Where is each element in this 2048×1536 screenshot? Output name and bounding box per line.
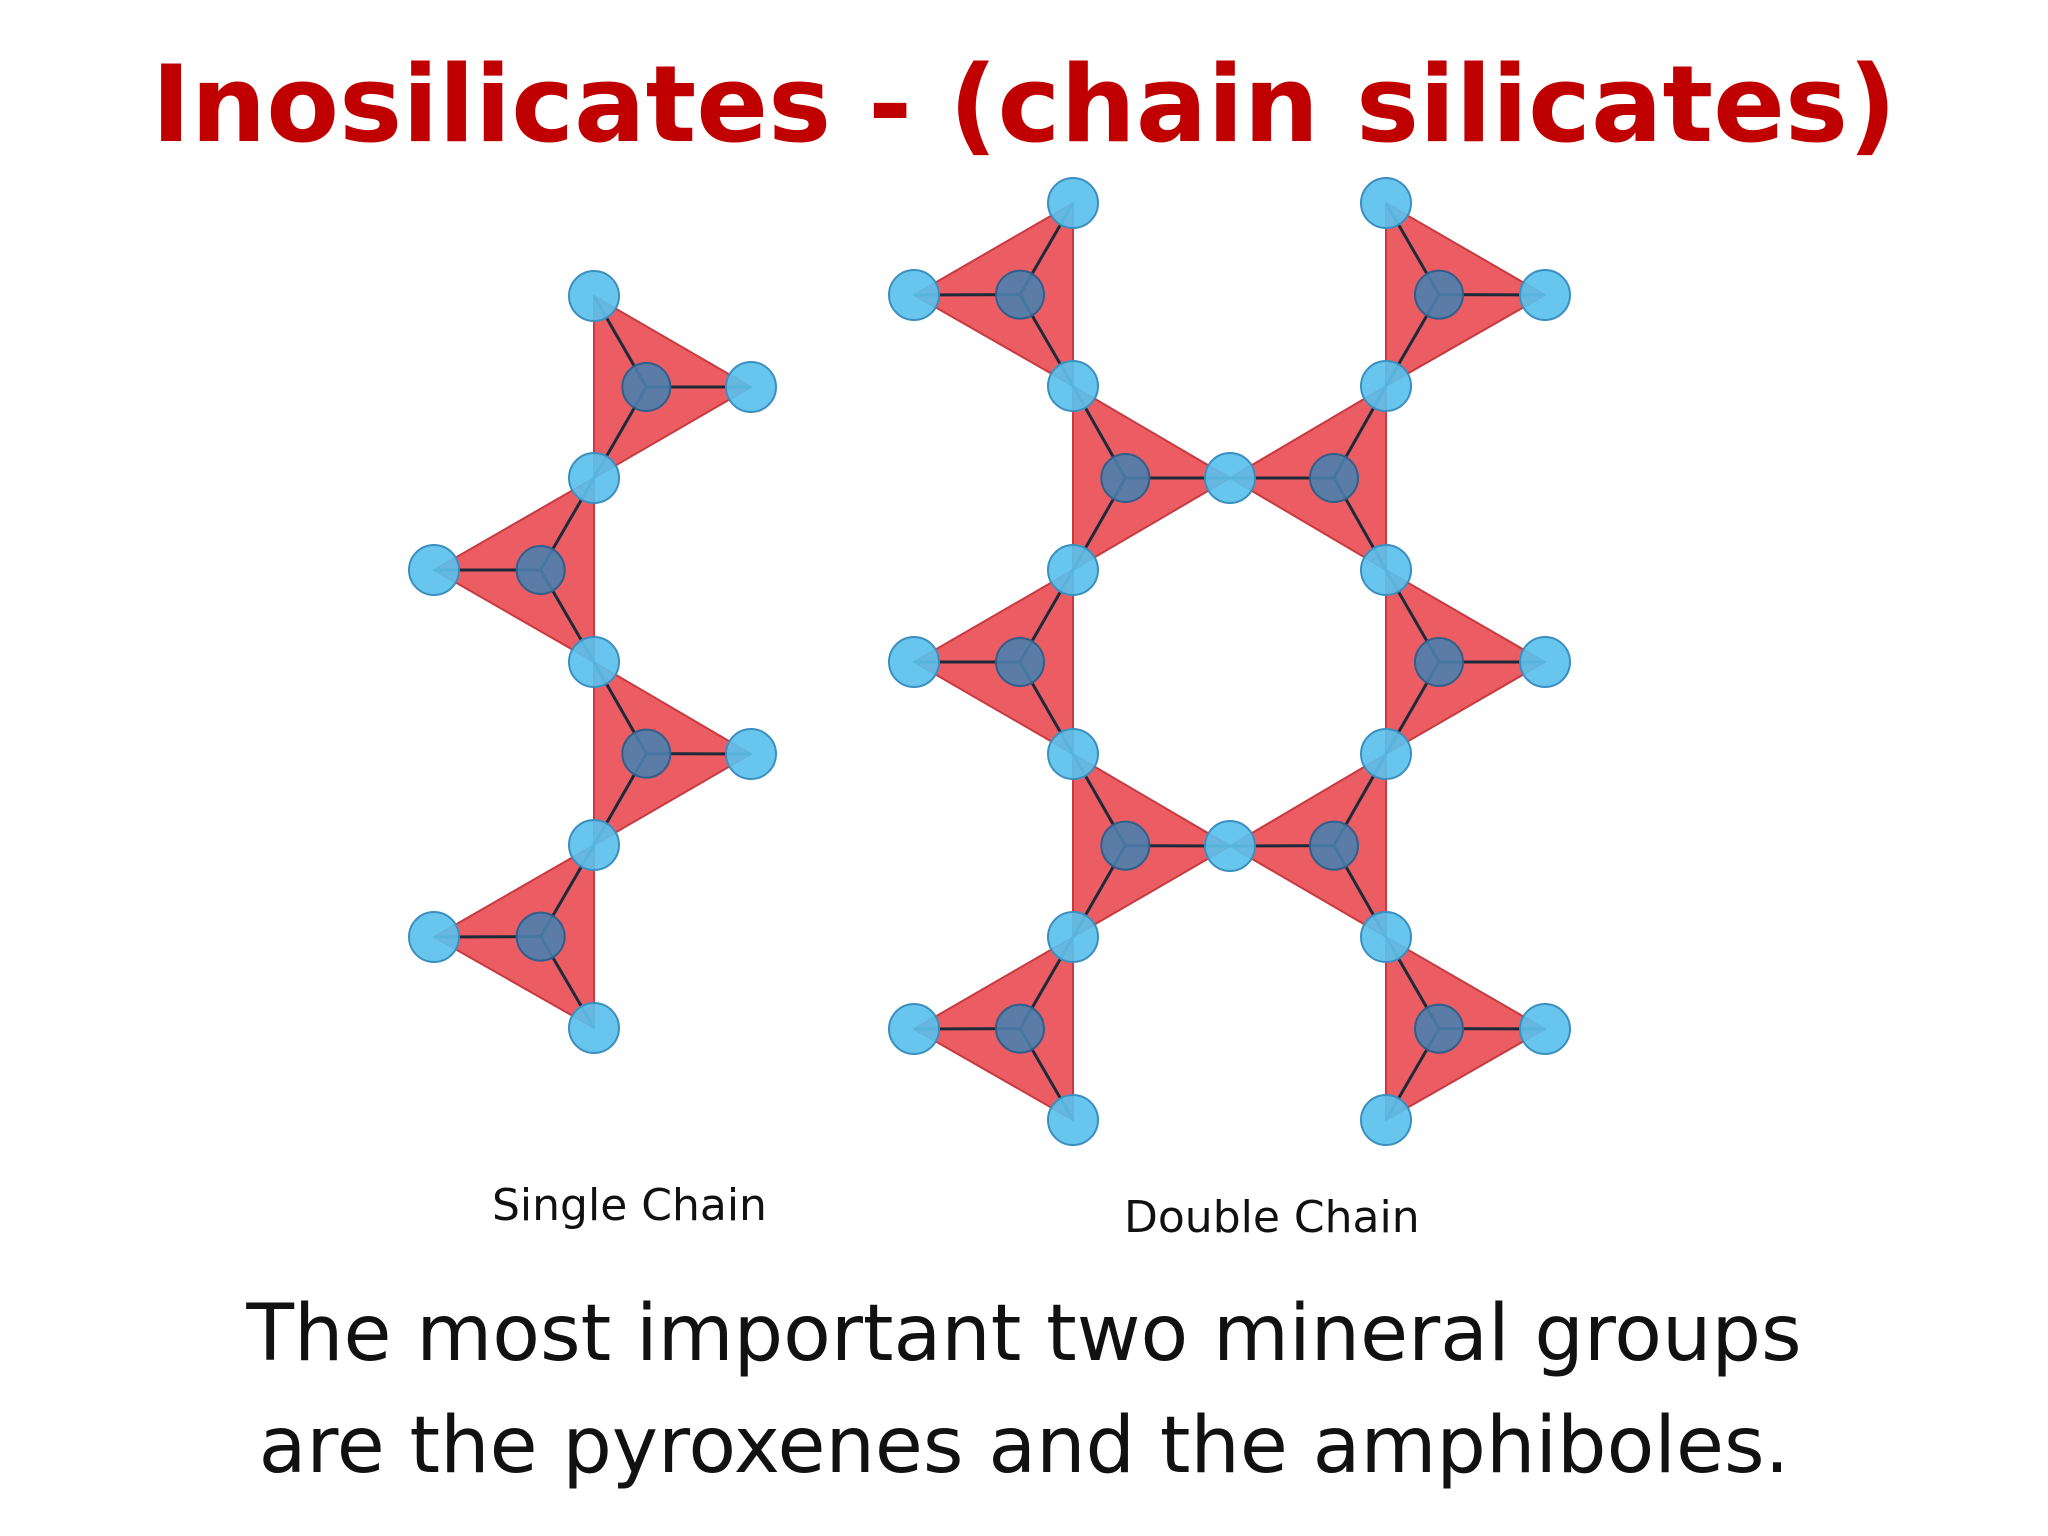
silicon-atom: [995, 1003, 1045, 1054]
oxygen-atom: [725, 361, 777, 413]
single-chain-label: Single Chain: [492, 1180, 767, 1231]
oxygen-atom: [568, 819, 620, 871]
oxygen-atom: [1047, 360, 1099, 412]
oxygen-atom: [1204, 452, 1256, 504]
silicon-atom: [1309, 820, 1359, 871]
silicon-atom: [515, 911, 566, 962]
silicon-atom: [1414, 637, 1464, 687]
silicon-atom: [1414, 269, 1464, 320]
oxygen-atom: [888, 636, 940, 688]
oxygen-atom: [1047, 1094, 1099, 1146]
oxygen-atom: [568, 452, 620, 504]
silicon-atom: [621, 728, 672, 779]
oxygen-atom: [1047, 544, 1099, 596]
oxygen-atom: [568, 1002, 620, 1054]
oxygen-atom: [568, 270, 620, 322]
slide-title: Inosilicates - (chain silicates): [151, 43, 1897, 166]
oxygen-atom: [568, 636, 620, 688]
silicon-atom: [995, 637, 1045, 687]
oxygen-atom: [1047, 911, 1099, 963]
silicon-atom: [1100, 820, 1151, 871]
caption-line-2: are the pyroxenes and the amphiboles.: [258, 1401, 1790, 1491]
double-chain-label: Double Chain: [1124, 1192, 1420, 1243]
silicon-atom: [1309, 453, 1359, 503]
oxygen-atom: [1204, 820, 1256, 872]
silicon-atom: [621, 362, 672, 412]
silicon-atoms-layer: [515, 269, 1464, 1054]
silicon-atom: [995, 269, 1045, 320]
oxygen-atom: [888, 269, 940, 321]
silicon-atom: [1100, 453, 1151, 503]
oxygen-atom: [1519, 636, 1571, 688]
caption-line-1: The most important two mineral groups: [246, 1289, 1802, 1379]
oxygen-atom: [888, 1003, 940, 1055]
oxygen-atom: [1047, 728, 1099, 780]
silicon-atom: [515, 545, 566, 595]
oxygen-atom: [1360, 360, 1412, 412]
oxygen-atom: [1519, 269, 1571, 321]
oxygen-atoms-layer: [408, 177, 1571, 1146]
oxygen-atom: [1360, 911, 1412, 963]
silicon-atom: [1414, 1003, 1464, 1054]
oxygen-atom: [1047, 177, 1099, 229]
oxygen-atom: [725, 728, 777, 780]
oxygen-atom: [408, 911, 460, 963]
oxygen-atom: [1360, 1094, 1412, 1146]
oxygen-atom: [1519, 1003, 1571, 1055]
oxygen-atom: [1360, 544, 1412, 596]
oxygen-atom: [408, 544, 460, 596]
oxygen-atom: [1360, 728, 1412, 780]
oxygen-atom: [1360, 177, 1412, 229]
